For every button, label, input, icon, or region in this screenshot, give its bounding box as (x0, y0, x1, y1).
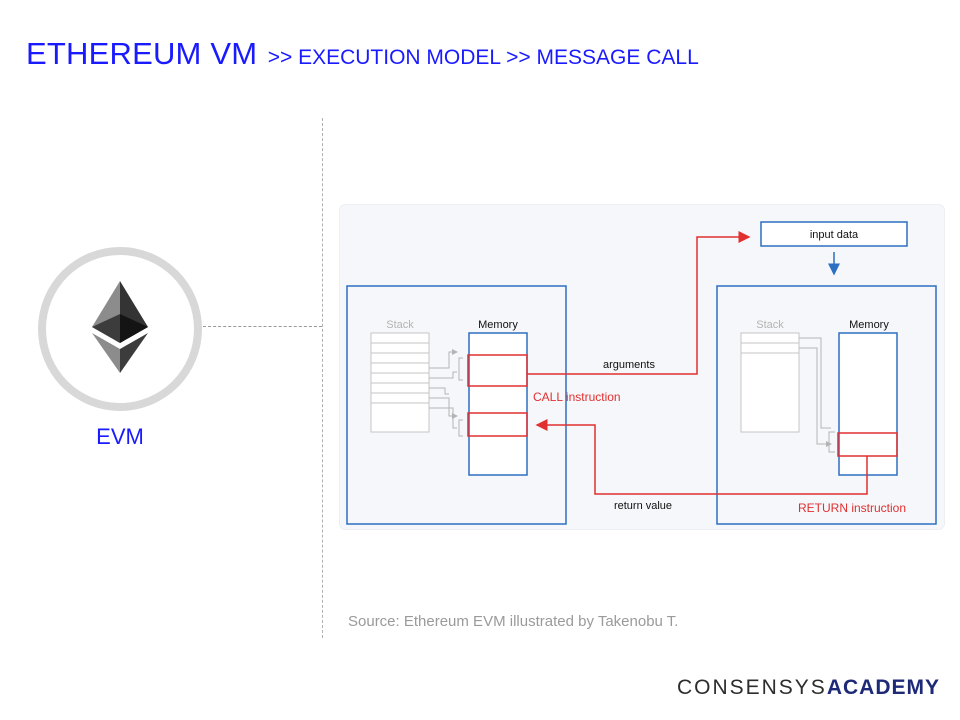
callee-memory-label: Memory (849, 319, 889, 331)
caller-context-box (346, 285, 567, 525)
page-title-main: ETHEREUM VM (26, 36, 258, 71)
arguments-arrow (527, 231, 751, 375)
return-value-label: return value (614, 500, 672, 512)
input-data-label: input data (810, 229, 859, 241)
return-instruction-label: RETURN instruction (798, 501, 906, 515)
caller-memory (468, 332, 528, 476)
message-call-diagram: Stack Memory input data Stack Memory (339, 204, 945, 530)
brand-logo: CONSENSYSACADEMY (677, 676, 940, 700)
input-data-box (760, 221, 908, 247)
evm-logo (38, 247, 202, 411)
page-title: ETHEREUM VM >> EXECUTION MODEL >> MESSAG… (26, 36, 699, 72)
evm-logo-inner (46, 255, 194, 403)
ethereum-diamond-icon (92, 281, 148, 373)
caller-memory-label: Memory (478, 319, 518, 331)
evm-label: EVM (96, 424, 144, 449)
callee-context-box (716, 285, 937, 525)
vertical-divider (322, 118, 323, 638)
caller-stack-label: Stack (386, 319, 414, 331)
call-instruction-label: CALL instruction (533, 390, 621, 404)
caller-return-region (467, 412, 528, 437)
brand-logo-academy: ACADEMY (826, 676, 940, 699)
caller-stack-pointers (429, 349, 463, 437)
callee-stack-label: Stack (756, 319, 784, 331)
callee-stack (740, 332, 800, 433)
caller-stack (370, 332, 430, 433)
arguments-label: arguments (603, 359, 655, 371)
return-value-arrow (535, 419, 868, 495)
brand-logo-consensys: CONSENSYS (676, 676, 827, 699)
logo-connector-line (203, 326, 322, 327)
callee-memory (838, 332, 898, 476)
caller-arguments-region (467, 354, 528, 387)
source-credit: Source: Ethereum EVM illustrated by Take… (348, 613, 679, 630)
page-title-breadcrumb: >> EXECUTION MODEL >> MESSAGE CALL (267, 46, 699, 69)
callee-stack-pointers (799, 337, 835, 453)
